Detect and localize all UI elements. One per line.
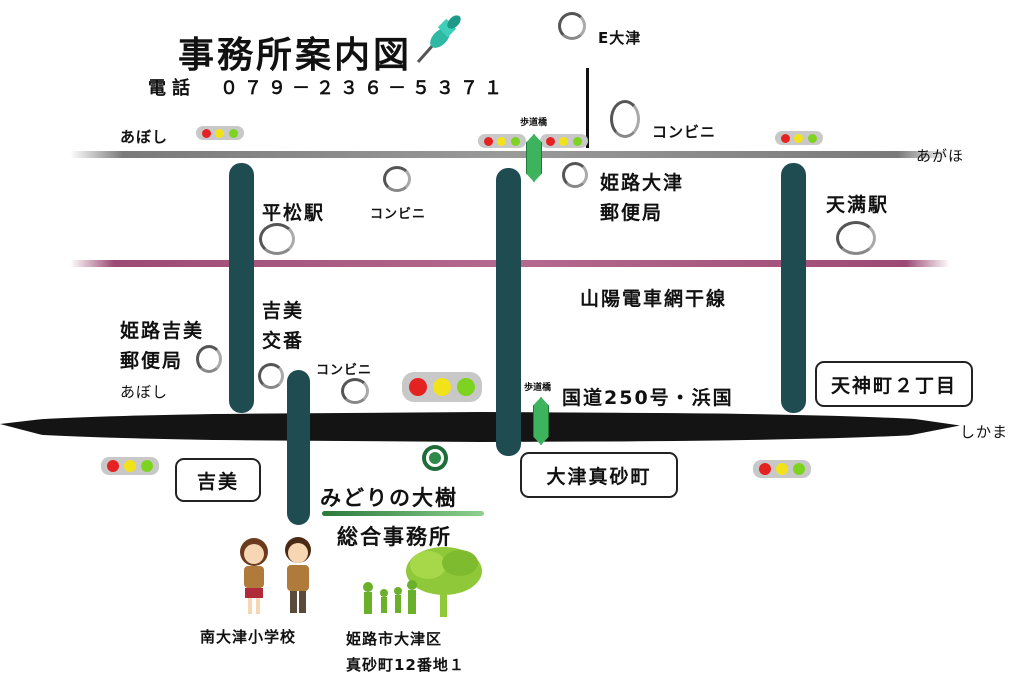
himeji-otsu-post-label-2: 郵便局 [600,202,664,224]
footbridge-icon [533,397,549,445]
phone-number: 電話 ０７９－２３６－５３７１ [148,78,508,99]
route-250-road [0,412,960,442]
hiramatsu-road [229,163,254,413]
traffic-signal-icon [540,134,588,148]
agaho-label: あがほ [916,147,965,165]
hiramatsu-station-label: 平松駅 [262,202,326,224]
aboshi-bottom-label: あぼし [120,383,169,401]
footbridge-top-label: 歩道橋 [520,118,548,128]
school-label: 南大津小学校 [200,628,297,646]
otsu-road [496,168,521,456]
traffic-signal-icon [101,457,159,475]
traffic-signal-icon [402,372,482,402]
landmark-circle-icon [341,378,369,404]
emblem-icon [421,444,449,472]
office-type-label: 総合事務所 [337,524,452,549]
aboshi-top-label: あぼし [120,128,169,146]
footbridge-icon [526,134,542,182]
school-road [287,370,310,525]
konbini-label: コンビニ [370,207,427,222]
yoshimi-koban-label: 吉美 [262,300,305,322]
route-250-label: 国道250号・浜国 [562,387,734,409]
landmark-circle-icon [558,12,586,40]
address-label-2: 真砂町12番地１ [346,656,465,674]
shikama-label: しかま [960,423,1009,441]
himeji-yoshimi-post-label: 姫路吉美 [120,320,205,342]
north-road-line [586,68,589,148]
yoshimi-koban-label-2: 交番 [262,330,305,352]
upper-road [70,151,950,158]
address-label: 姫路市大津区 [346,630,443,648]
landmark-circle-icon [610,100,640,138]
landmark-circle-icon [383,166,411,192]
himeji-otsu-post-label: 姫路大津 [600,172,685,194]
traffic-signal-icon [196,126,244,140]
children-icon [228,532,328,620]
landmark-circle-icon [836,221,876,255]
otsu-masago-box: 大津真砂町 [520,452,678,498]
himeji-yoshimi-post-label-2: 郵便局 [120,350,184,372]
page-title: 事務所案内図 [178,34,413,76]
sanyo-line-label: 山陽電車網干線 [580,288,728,310]
yoshimi-box: 吉美 [175,458,261,502]
landmark-circle-icon [196,345,222,373]
traffic-signal-icon [775,131,823,145]
traffic-signal-icon [753,460,811,478]
tenma-road [781,163,806,413]
footbridge-bottom-label: 歩道橋 [524,383,552,393]
landmark-circle-icon [562,162,588,188]
office-underline [322,511,484,516]
pushpin-icon [410,10,466,66]
e-otsu-label: E大津 [598,29,642,47]
tenma-station-label: 天满駅 [826,194,890,216]
tenjin-cho-box: 天神町２丁目 [815,361,973,407]
konbini-label: コンビニ [652,123,717,141]
landmark-circle-icon [258,363,284,389]
traffic-signal-icon [478,134,526,148]
tree-family-icon [356,545,486,620]
konbini-label: コンビニ [316,363,373,378]
office-name-label: みどりの大樹 [320,485,458,510]
landmark-circle-icon [259,223,295,255]
